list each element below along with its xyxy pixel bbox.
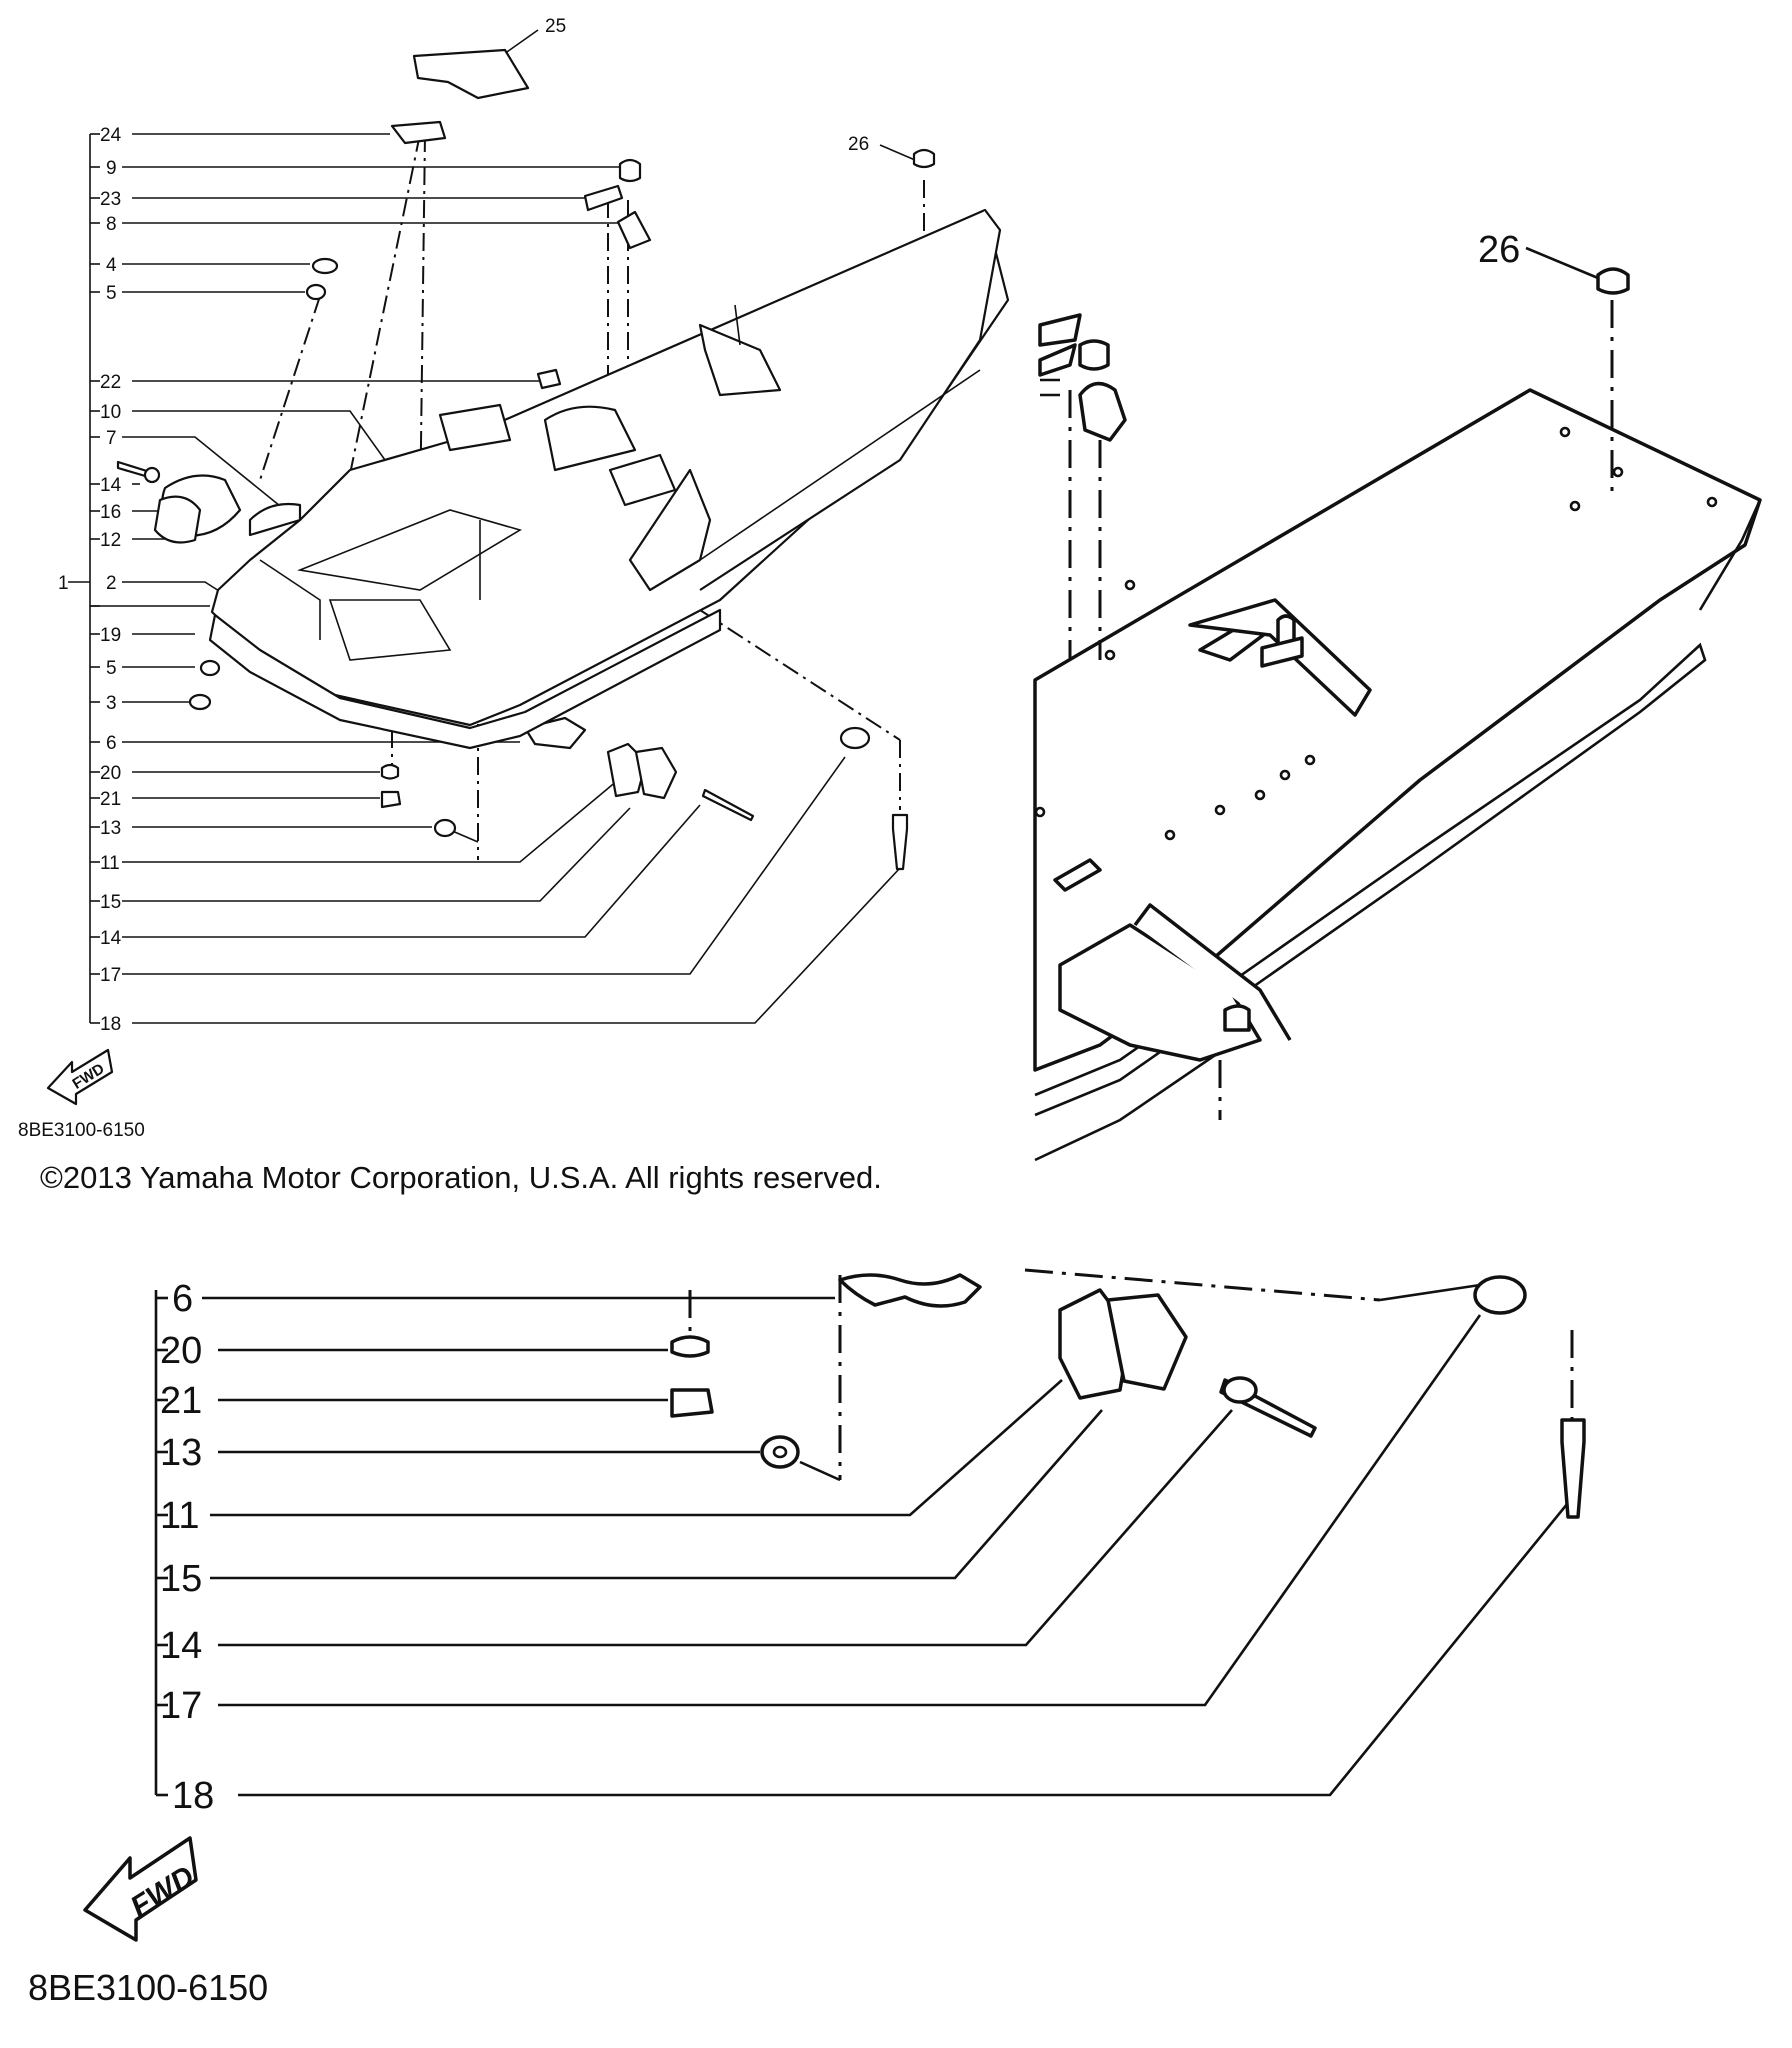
label-16: 16: [100, 502, 121, 523]
label-5a: 5: [106, 283, 117, 304]
label-14a: 14: [100, 475, 122, 496]
zoom-label-21: 21: [160, 1380, 202, 1422]
part-25-pad: [412, 48, 530, 100]
part-18-rivet: [891, 813, 909, 871]
zoom-label-11: 11: [160, 1495, 199, 1537]
zoom-right-diagram: 26: [1033, 229, 1762, 1162]
overview-fwd-arrow: FWD: [46, 1048, 114, 1106]
part-23-wedge: [583, 184, 624, 212]
zoom-label-26: 26: [1478, 229, 1520, 271]
label-13: 13: [100, 818, 121, 839]
label-26: 26: [848, 134, 869, 155]
part-22-block: [536, 368, 562, 390]
label-17: 17: [100, 965, 121, 986]
part-20-nut: [380, 763, 400, 780]
part-26-cap: [912, 148, 936, 169]
label-2: 2: [106, 573, 117, 594]
part-17-cap: [839, 726, 871, 750]
label-25: 25: [545, 16, 566, 37]
label-12: 12: [100, 530, 121, 551]
zoom-bottom-diagram: FWD 6 20 21 13 11 15 14 17 18 8BE3100-61…: [28, 1268, 1586, 2008]
zoom-label-15: 15: [160, 1558, 202, 1600]
part-12-boot: [153, 495, 202, 544]
label-24: 24: [100, 125, 122, 146]
part-24-pad: [390, 120, 447, 145]
label-1: 1: [58, 573, 69, 594]
part-9-cap: [618, 158, 642, 183]
overview-leader-lines: [90, 29, 916, 1024]
overview-part-code: 8BE3100-6150: [18, 1120, 145, 1141]
label-5b: 5: [106, 658, 117, 679]
zoom-label-13: 13: [160, 1432, 202, 1474]
label-15: 15: [100, 892, 121, 913]
label-20: 20: [100, 763, 121, 784]
label-7: 7: [106, 428, 117, 449]
label-21: 21: [100, 789, 121, 810]
label-6: 6: [106, 733, 117, 754]
label-9: 9: [106, 158, 117, 179]
part-21-nut: [380, 790, 402, 809]
label-23: 23: [100, 189, 121, 210]
part-3-grommet: [188, 693, 212, 711]
label-4: 4: [106, 255, 117, 276]
part-4-grommet: [311, 257, 339, 275]
overview-labels: 25 24 9 23 8 4 5 22 10 7 14 16 12 1 2 19…: [18, 16, 869, 1141]
zoom-label-6: 6: [172, 1278, 193, 1320]
part-14-bolt-head: [143, 466, 161, 484]
part-13-washer: [433, 818, 457, 838]
label-14b: 14: [100, 928, 122, 949]
zoom-label-14: 14: [160, 1625, 202, 1667]
part-8-bracket: [616, 210, 652, 250]
zoom-part-code: 8BE3100-6150: [28, 1967, 268, 2008]
part-5b-grommet: [199, 659, 221, 677]
label-11: 11: [100, 853, 120, 874]
overview-frame: [208, 208, 1010, 750]
label-8: 8: [106, 214, 117, 235]
label-10: 10: [100, 402, 121, 423]
part-14b-bolt: [701, 788, 755, 822]
label-19: 19: [100, 625, 121, 646]
overview-diagram: FWD 25 24 9 23 8 4 5 22 10 7 14 16 12 1 …: [18, 16, 1010, 1141]
zoom-label-18: 18: [172, 1775, 214, 1817]
part-15-plate: [634, 746, 678, 800]
zoom-label-20: 20: [160, 1330, 202, 1372]
copyright-notice: ©2013 Yamaha Motor Corporation, U.S.A. A…: [40, 1160, 882, 1195]
zoom-fwd-arrow: FWD: [83, 1836, 200, 1942]
label-3: 3: [106, 693, 117, 714]
label-22: 22: [100, 372, 121, 393]
part-5-grommet: [305, 283, 327, 301]
zoom-label-17: 17: [160, 1685, 202, 1727]
label-18: 18: [100, 1014, 121, 1035]
